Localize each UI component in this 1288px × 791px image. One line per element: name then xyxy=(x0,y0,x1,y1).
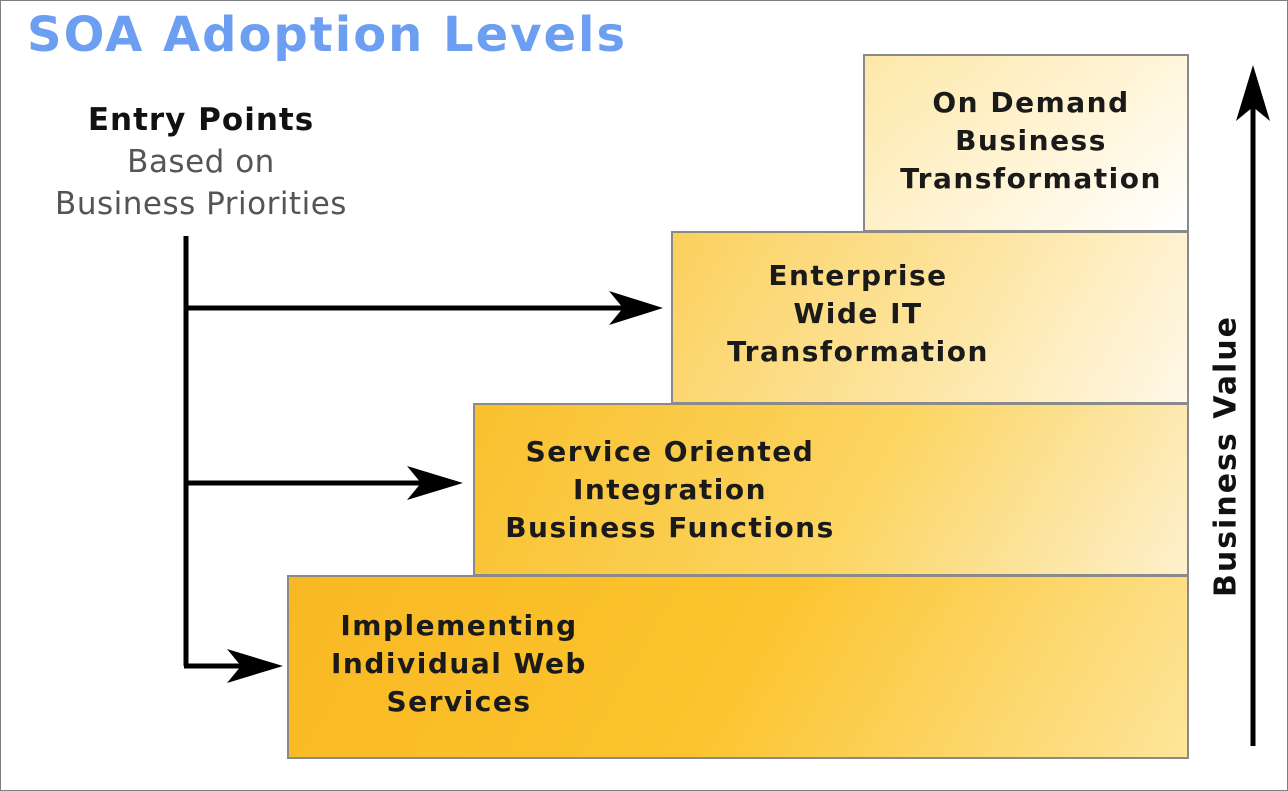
level-2-line-2: Integration xyxy=(572,473,768,506)
level-4-line-1: On Demand xyxy=(932,86,1130,119)
level-1-line-1: Implementing xyxy=(340,609,578,642)
level-3-line-1: Enterprise xyxy=(768,259,948,292)
level-3-line-2: Wide IT xyxy=(793,297,923,330)
level-on-demand-business-transformation: On Demand Business Transformation xyxy=(863,54,1189,232)
level-3-label: Enterprise Wide IT Transformation xyxy=(703,257,1013,371)
business-value-arrow-head xyxy=(1236,65,1270,121)
arrow-to-level-3-head xyxy=(609,291,663,325)
level-4-line-2: Business xyxy=(955,124,1107,157)
arrow-to-level-2-head xyxy=(407,466,463,500)
business-value-label: Business Value xyxy=(1208,314,1244,598)
entry-points-block: Entry Points Based on Business Prioritie… xyxy=(21,99,381,225)
level-4-line-3: Transformation xyxy=(900,162,1162,195)
level-enterprise-wide-it-transformation: Enterprise Wide IT Transformation xyxy=(671,231,1189,404)
level-3-line-3: Transformation xyxy=(727,335,989,368)
level-2-line-3: Business Functions xyxy=(505,511,835,544)
level-2-label: Service Oriented Integration Business Fu… xyxy=(495,433,845,547)
arrow-to-level-1-head xyxy=(227,649,283,683)
level-4-label: On Demand Business Transformation xyxy=(885,84,1177,198)
level-implementing-individual-web-services: Implementing Individual Web Services xyxy=(287,575,1189,759)
entry-points-heading: Entry Points xyxy=(87,102,315,138)
level-1-label: Implementing Individual Web Services xyxy=(309,607,609,721)
entry-points-subtitle-line-1: Based on xyxy=(127,144,275,180)
level-1-line-2: Individual Web xyxy=(331,647,587,680)
level-service-oriented-integration: Service Oriented Integration Business Fu… xyxy=(473,403,1189,576)
diagram-title: SOA Adoption Levels xyxy=(27,7,628,63)
entry-points-subtitle-line-2: Business Priorities xyxy=(55,186,347,222)
level-1-line-3: Services xyxy=(386,685,532,718)
level-2-line-1: Service Oriented xyxy=(525,435,815,468)
